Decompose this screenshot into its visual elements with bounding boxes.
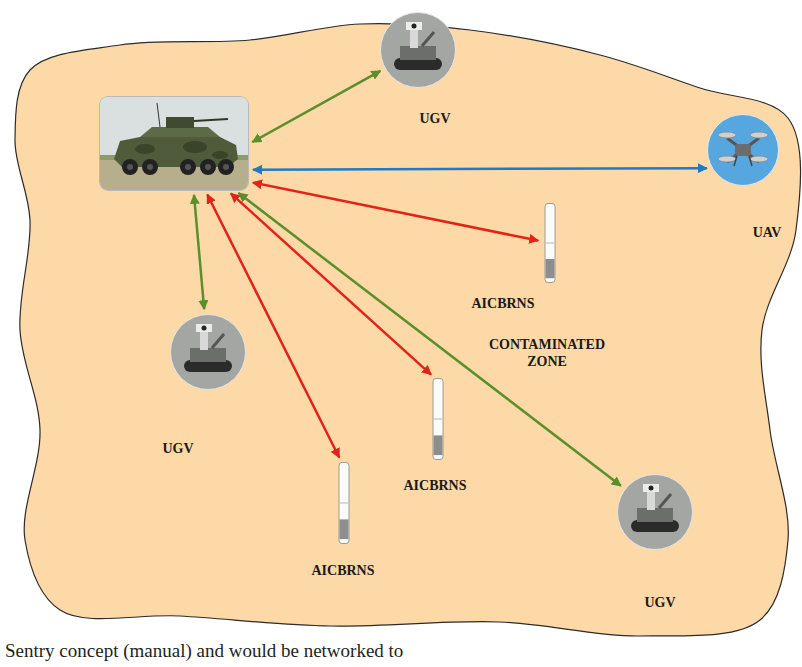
sensor-picture [337, 462, 351, 544]
node-label: UGV [644, 594, 675, 611]
ugv-arm [659, 494, 671, 508]
ugv-arm [422, 32, 434, 46]
ugv-head [406, 22, 422, 30]
uav-rotor [718, 132, 736, 138]
node-label: UAV [753, 224, 782, 241]
wheel-hub [205, 164, 211, 170]
wheel-hub [223, 164, 229, 170]
node-label: AICBRNS [403, 477, 466, 494]
wheel-hub [185, 164, 191, 170]
link-arrow [252, 71, 380, 142]
sensor-node: AICBRNS [431, 378, 445, 460]
camo [212, 151, 228, 159]
zone-area [15, 24, 801, 636]
uav-picture [707, 114, 779, 186]
sensor-picture [431, 378, 445, 460]
sensor-band [340, 503, 348, 504]
body-text: Sentry concept (manual) and would be net… [5, 640, 403, 662]
antenna [157, 103, 160, 127]
link-arrow [194, 195, 204, 309]
uav-rotor [750, 156, 768, 162]
wheel-hub [127, 164, 133, 170]
link-arrow [239, 193, 621, 486]
ugv-node: UGV [617, 474, 693, 550]
node-label: AICBRNS [311, 562, 374, 579]
uav-leg [749, 156, 752, 166]
ugv-body [637, 508, 673, 522]
link-arrow [207, 194, 339, 457]
sensor-tube [545, 204, 555, 283]
camo [135, 144, 155, 154]
node-label: UGV [162, 440, 193, 457]
uav-circle [708, 115, 779, 186]
ugv-picture [617, 474, 693, 550]
wheel [218, 159, 234, 175]
uav-rotor [718, 156, 736, 162]
ugv-node: UGV [380, 12, 456, 88]
gun-barrel [194, 119, 228, 121]
ugv-head [196, 324, 212, 332]
node-label: UGV [419, 110, 450, 127]
ugv-camera [202, 326, 207, 331]
wheel [200, 159, 216, 175]
ugv-circle [618, 475, 693, 550]
node-label: AICBRNS [471, 295, 534, 312]
ugv-circle [381, 13, 456, 88]
link-arrow [253, 168, 707, 170]
upper-hull [140, 127, 220, 137]
sensor-tube [433, 379, 443, 460]
uav-body [735, 144, 751, 156]
sensor-base [340, 519, 349, 539]
wheel [142, 159, 158, 175]
sensor-tube [339, 463, 349, 544]
sensor-base [434, 435, 443, 455]
ugv-circle [171, 315, 246, 390]
vehicle-picture [100, 97, 248, 190]
sensor-node: AICBRNS [543, 203, 557, 283]
sensor-band [546, 243, 554, 244]
zone-label: CONTAMINATED ZONE [482, 336, 612, 370]
sensor-picture [543, 203, 557, 283]
uav-leg [734, 156, 737, 166]
ugv-camera [412, 24, 417, 29]
camo [183, 141, 207, 153]
turret [166, 117, 194, 128]
ugv-body [400, 46, 436, 60]
link-arrow [231, 193, 431, 374]
wheel-hub [147, 164, 153, 170]
uav-node: UAV [707, 114, 779, 186]
ugv-body [190, 348, 226, 362]
ugv-picture [170, 314, 246, 390]
ugv-camera [649, 486, 654, 491]
ugv-arm [212, 334, 224, 348]
ugv-picture [380, 12, 456, 88]
sensor-band [434, 419, 442, 420]
sensor-node: AICBRNS [337, 462, 351, 544]
ugv-head [643, 484, 659, 492]
ugv-node: UGV [170, 314, 246, 390]
wheel [180, 159, 196, 175]
sensor-base [546, 259, 555, 278]
uav-rotor [750, 132, 768, 138]
vehicle-photo [100, 97, 248, 190]
link-arrow [253, 183, 538, 241]
wheel [122, 159, 138, 175]
